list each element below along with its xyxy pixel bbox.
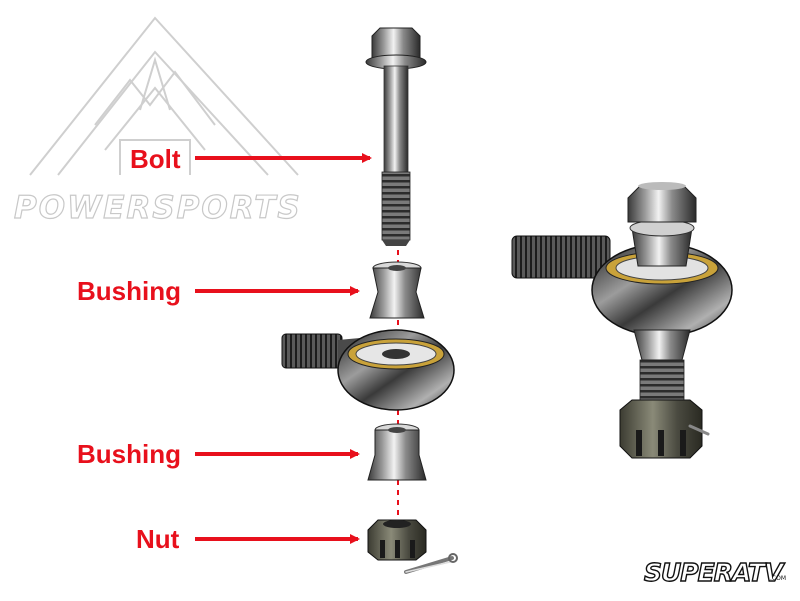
brand-logo-suffix: .COM (770, 575, 786, 582)
label-nut: Nut (136, 524, 180, 554)
nut-part (367, 519, 427, 561)
watermark-logo (29, 16, 299, 176)
brand-logo: SUPERATV (643, 557, 784, 587)
assembled-rod-end (511, 182, 733, 459)
label-bushing-bottom: Bushing (77, 439, 181, 469)
label-bushing-top: Bushing (77, 276, 181, 306)
bushing-part-bottom (367, 423, 427, 481)
label-bolt: Bolt (130, 144, 181, 174)
cotter-pin (404, 553, 458, 574)
bolt-part (365, 27, 427, 246)
watermark-text: POWERSPORTS (13, 189, 302, 226)
bushing-part-top (369, 261, 425, 319)
rod-end-part (281, 329, 455, 411)
